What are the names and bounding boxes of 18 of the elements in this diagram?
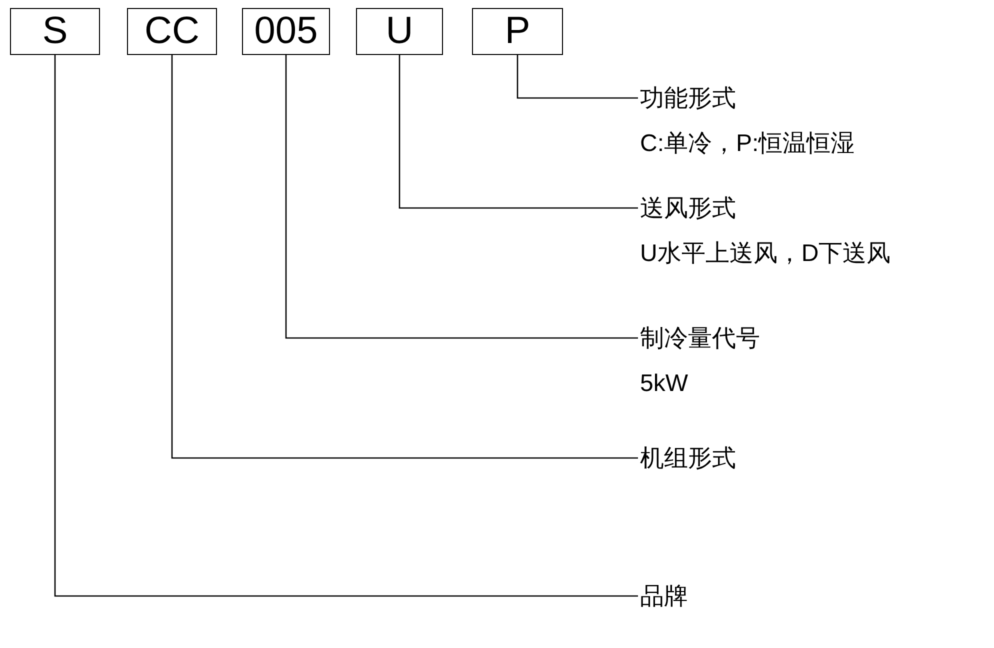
leader-line [171,55,638,459]
leader-line [285,55,638,339]
heading-text: 品牌 [640,574,688,619]
leader-line [398,55,638,209]
description-text: U水平上送风，D下送风 [640,239,891,269]
heading-text: 送风形式 [640,194,736,224]
leader-line [516,55,638,99]
description-text: 5kW [640,369,688,399]
code-segment-box: CC [127,8,217,55]
heading-text: 机组形式 [640,436,736,481]
code-segment-box: U [356,8,443,55]
heading-text: 制冷量代号 [640,324,760,354]
heading-text: 功能形式 [640,84,736,114]
description-text: C:单冷，P:恒温恒湿 [640,129,855,159]
code-segment-box: P [472,8,563,55]
leader-line [54,55,638,597]
code-segment-box: S [10,8,100,55]
code-segment-box: 005 [242,8,330,55]
